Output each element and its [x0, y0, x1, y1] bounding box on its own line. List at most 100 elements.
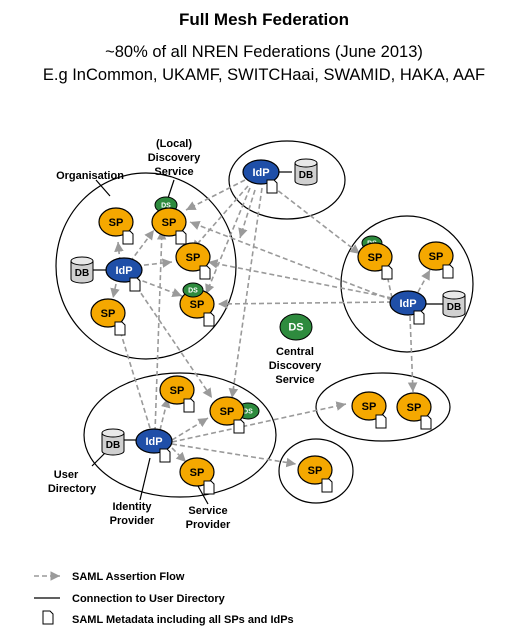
sp-label: SP	[407, 402, 422, 414]
sp-label: SP	[162, 217, 177, 229]
sp-shape	[98, 207, 134, 237]
sp-node: SP	[179, 457, 215, 495]
local-ds-label: Discovery	[148, 152, 201, 164]
diagram-subtitle-line1: ~80% of all NREN Federations (June 2013)	[105, 43, 423, 61]
diagram-title: Full Mesh Federation	[178, 10, 350, 29]
metadata-document-icon	[159, 448, 171, 463]
idp-label: IdP	[252, 167, 269, 179]
sp-node: SP	[396, 392, 432, 430]
idp-label: IdP	[145, 436, 162, 448]
annotation-leader	[197, 485, 209, 505]
idp-shape	[135, 428, 173, 454]
sp-shape	[396, 392, 432, 422]
metadata-document-icon	[321, 478, 333, 493]
idp-shape	[105, 257, 143, 283]
ds-label: DS	[161, 202, 171, 209]
sp-label: SP	[368, 252, 383, 264]
nodes: DBIdPDSSPSPSPSPSPDSDBIdPDSSPSPIdPDBDSSPD…	[70, 158, 466, 495]
sp-node: SP	[179, 289, 215, 327]
right-sp-group	[315, 372, 451, 442]
db-label: DB	[106, 440, 120, 451]
metadata-document-icon	[203, 312, 215, 327]
flow-line	[191, 185, 249, 251]
db-node: DB	[294, 158, 318, 186]
metadata-document-icon	[442, 264, 454, 279]
sp-shape	[179, 457, 215, 487]
organisation-label: Organisation	[56, 170, 124, 182]
bottom-left-group	[83, 372, 277, 498]
legend: SAML Assertion Flow Connection to User D…	[34, 571, 294, 626]
right-group	[340, 215, 474, 353]
metadata-document-icon	[413, 310, 425, 325]
identity-provider-label: Identity	[112, 501, 152, 513]
db-label: DB	[299, 170, 313, 181]
user-directory-links	[91, 171, 444, 505]
idp-label: IdP	[399, 298, 416, 310]
metadata-document-icon	[233, 419, 245, 434]
flow-line	[207, 259, 393, 299]
annotations: (Local) Discovery Service Organisation C…	[48, 138, 322, 531]
metadata-document-icon	[114, 321, 126, 336]
metadata-document-icon	[129, 277, 141, 292]
sp-shape	[175, 242, 211, 272]
sp-shape	[357, 242, 393, 272]
idp-node: IdP	[105, 257, 143, 292]
sp-shape	[297, 455, 333, 485]
sp-label: SP	[190, 467, 205, 479]
idp-only-group	[228, 140, 346, 220]
flow-line	[159, 397, 171, 431]
metadata-document-icon	[183, 398, 195, 413]
metadata-document-icon	[420, 415, 432, 430]
local-ds-label: (Local)	[156, 138, 192, 150]
sp-node: SP	[297, 455, 333, 493]
flow-line	[185, 179, 246, 211]
flow-line	[417, 269, 431, 293]
sp-shape	[418, 241, 454, 271]
metadata-document-icon	[175, 230, 187, 245]
db-top	[101, 428, 125, 438]
db-top	[442, 290, 466, 300]
service-provider-label: Provider	[186, 519, 231, 531]
sp-label: SP	[308, 465, 323, 477]
metadata-document-icon	[375, 414, 387, 429]
flow-line	[189, 220, 393, 301]
flow-line	[228, 187, 263, 399]
flow-line	[110, 283, 120, 299]
flow-line	[407, 315, 418, 393]
db-body	[294, 163, 318, 186]
db-body	[70, 261, 94, 284]
metadata-document-icon	[266, 179, 278, 194]
db-body	[101, 433, 125, 456]
flow-line	[271, 185, 361, 255]
sp-node: SP	[98, 207, 134, 245]
flow-line	[171, 443, 297, 468]
legend-document-icon	[42, 610, 54, 625]
metadata-document-icon	[203, 480, 215, 495]
identity-provider-label: Provider	[110, 515, 155, 527]
annotation-leader	[95, 179, 111, 197]
idp-label: IdP	[115, 265, 132, 277]
flow-line	[238, 189, 256, 239]
idp-shape	[242, 159, 280, 185]
central-ds-label: Service	[275, 374, 314, 386]
sp-node: SP	[351, 391, 387, 429]
flow-line	[134, 277, 183, 298]
metadata-document-icon	[199, 265, 211, 280]
sp-label: SP	[220, 406, 235, 418]
saml-flows	[110, 179, 431, 468]
local-ds-label: Service	[154, 166, 193, 178]
sp-label: SP	[429, 251, 444, 263]
sp-shape	[151, 207, 187, 237]
sp-shape	[209, 396, 245, 426]
metadata-document-icon	[122, 230, 134, 245]
user-directory-label: Directory	[48, 483, 97, 495]
sp-shape	[351, 391, 387, 421]
ds-node: DS	[182, 282, 204, 298]
sp-label: SP	[362, 401, 377, 413]
ds-label: DS	[243, 408, 253, 415]
service-provider-label: Service	[188, 505, 227, 517]
flow-line	[129, 229, 155, 263]
legend-saml-flow: SAML Assertion Flow	[72, 571, 185, 583]
annotation-leader	[167, 179, 175, 199]
